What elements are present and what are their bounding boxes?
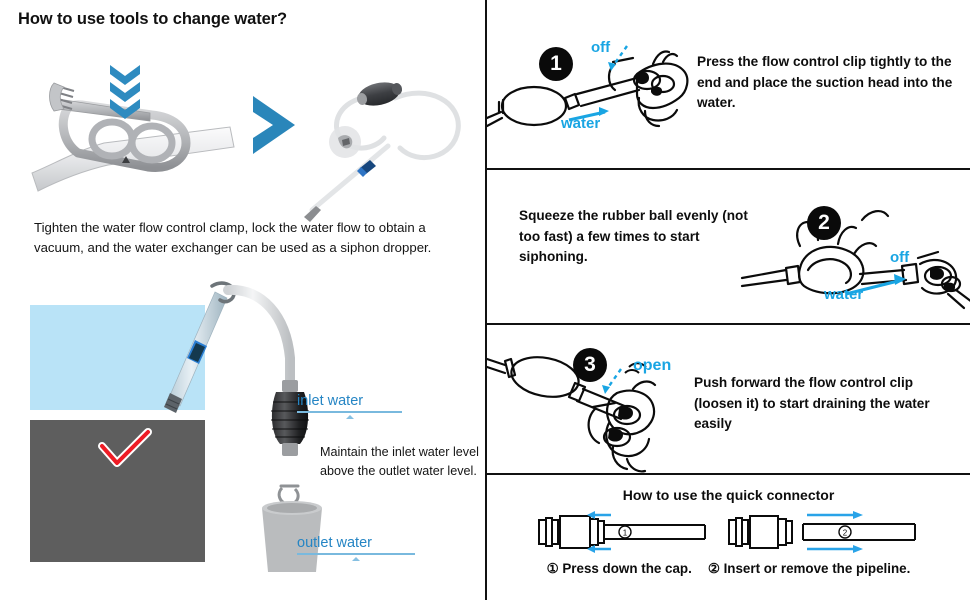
step3-illustration-icon bbox=[487, 356, 657, 473]
step-badge-1: 1 bbox=[539, 47, 573, 81]
clamp-caption: Tighten the water flow control clamp, lo… bbox=[34, 220, 432, 255]
step1-cue-off: off bbox=[591, 39, 611, 56]
step-3-text: Push forward the flow control clip (loos… bbox=[694, 375, 930, 431]
step2-illustration-icon bbox=[740, 210, 970, 310]
step-1-text: Press the flow control clip tightly to t… bbox=[697, 54, 953, 110]
step-badge-2: 2 bbox=[807, 206, 841, 240]
tank-substrate-region bbox=[30, 420, 205, 562]
siphon-dropper-assembly-icon bbox=[300, 68, 475, 223]
outlet-water-text: outlet water bbox=[297, 535, 372, 551]
step3-cue-open: open bbox=[633, 357, 672, 374]
quick-connector-captions: ① Press down the cap. ② Insert or remove … bbox=[487, 561, 970, 577]
inlet-water-tick-icon bbox=[345, 414, 354, 419]
step-panel-1: 1 off water Press the flow control clip … bbox=[487, 0, 970, 170]
inlet-water-rule bbox=[297, 411, 402, 413]
step1-illustration-icon bbox=[487, 45, 689, 128]
outlet-water-label: outlet water bbox=[297, 534, 415, 561]
outlet-water-rule bbox=[297, 553, 415, 555]
quick-connector-title: How to use the quick connector bbox=[622, 487, 835, 503]
inlet-water-label: inlet water bbox=[297, 392, 402, 419]
right-column: 1 off water Press the flow control clip … bbox=[485, 0, 970, 600]
step-badge-3: 3 bbox=[573, 348, 607, 382]
red-check-mark-icon bbox=[98, 428, 152, 467]
triple-chevron-down-icon bbox=[108, 63, 142, 119]
quick-connector-panel: How to use the quick connector bbox=[487, 475, 970, 600]
maintain-level-caption: Maintain the inlet water level above the… bbox=[320, 445, 479, 478]
clamp-figure bbox=[30, 55, 250, 195]
quick-connector-press-cap-icon: 1 bbox=[538, 511, 706, 553]
svg-text:2: 2 bbox=[843, 529, 848, 538]
left-column: How to use tools to change water? bbox=[0, 10, 485, 600]
chevron-right-icon bbox=[247, 92, 301, 158]
page-title: How to use tools to change water? bbox=[18, 10, 287, 28]
quick-connector-figures: 1 bbox=[487, 511, 970, 553]
step-panel-2: Squeeze the rubber ball evenly (not too … bbox=[487, 170, 970, 325]
aquarium-figure: inlet water outlet water bbox=[0, 280, 485, 600]
quick-connector-caption-2: ② Insert or remove the pipeline. bbox=[707, 561, 911, 576]
inlet-water-text: inlet water bbox=[297, 393, 364, 409]
step-panel-3: 3 open Push forward the flow control cli… bbox=[487, 325, 970, 475]
step-2-text: Squeeze the rubber ball evenly (not too … bbox=[519, 208, 748, 264]
quick-connector-caption-1: ① Press down the cap. bbox=[546, 561, 692, 576]
step1-cue-water: water bbox=[561, 115, 601, 132]
step2-cue-off: off bbox=[890, 249, 910, 266]
siphon-hose-assembly-icon bbox=[164, 281, 322, 572]
step2-cue-water: water bbox=[824, 286, 864, 303]
outlet-water-tick-icon bbox=[352, 556, 360, 561]
quick-connector-insert-pipe-icon: 2 bbox=[728, 511, 916, 553]
svg-text:1: 1 bbox=[623, 529, 628, 538]
